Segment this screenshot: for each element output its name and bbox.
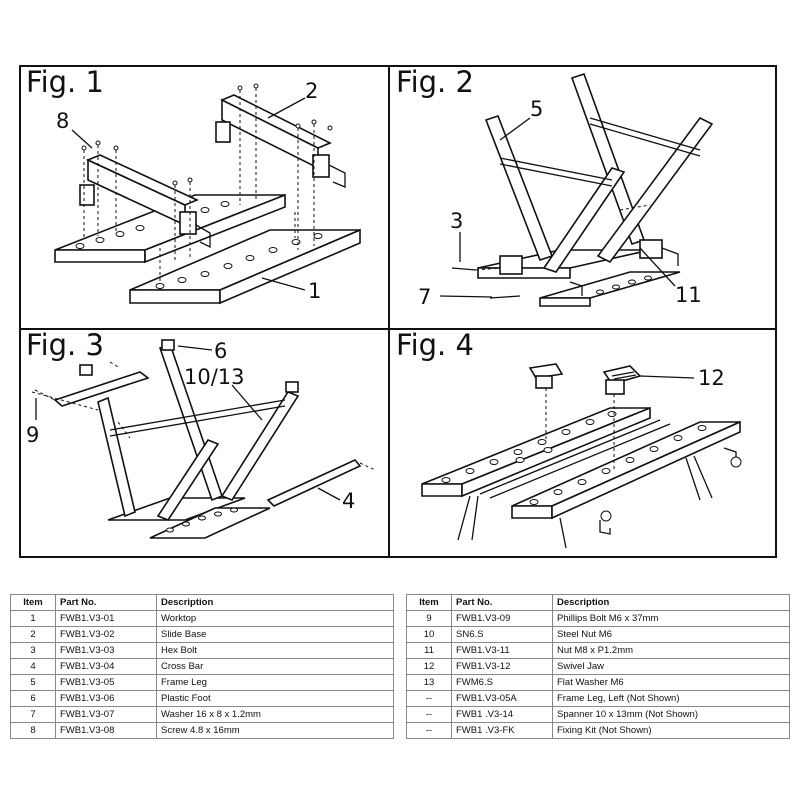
header-item: Item	[10, 594, 56, 611]
fig3-callout-6: 6	[214, 339, 227, 363]
cell-part-no: FWB1.V3-12	[451, 658, 553, 675]
fig2-callout-7: 7	[418, 285, 431, 309]
cell-part-no: FWB1.V3-07	[55, 706, 157, 723]
cell-item: 8	[10, 722, 56, 739]
cell-part-no: FWB1 .V3-FK	[451, 722, 553, 739]
cell-description: Steel Nut M6	[552, 626, 790, 643]
cell-item: --	[406, 722, 452, 739]
cell-part-no: FWB1.V3-05A	[451, 690, 553, 707]
fig1-callout-8: 8	[56, 109, 69, 133]
cell-description: Phillips Bolt M6 x 37mm	[552, 610, 790, 627]
fig3-callout-10-13: 10/13	[184, 365, 245, 389]
cell-item: 5	[10, 674, 56, 691]
assembly-diagram: Fig. 1 Fig. 2 Fig. 3 Fig. 4	[19, 65, 777, 558]
fig2-callout-5: 5	[530, 97, 543, 121]
cell-item: 12	[406, 658, 452, 675]
cell-part-no: FWB1.V3-11	[451, 642, 553, 659]
fig3-label: Fig. 3	[26, 328, 104, 362]
header-description: Description	[156, 594, 394, 611]
fig1-callout-2: 2	[305, 79, 318, 103]
cell-description: Spanner 10 x 13mm (Not Shown)	[552, 706, 790, 723]
fig3-callout-4: 4	[342, 489, 355, 513]
cell-item: --	[406, 690, 452, 707]
fig4-callout-12: 12	[698, 366, 725, 390]
fig2-label: Fig. 2	[396, 65, 474, 99]
cell-item: 10	[406, 626, 452, 643]
fig2-drawing	[439, 72, 714, 307]
cell-part-no: FWB1.V3-06	[55, 690, 157, 707]
cell-part-no: FWB1.V3-09	[451, 610, 553, 627]
cell-item: 11	[406, 642, 452, 659]
fig3-callout-9: 9	[26, 423, 39, 447]
cell-item: 3	[10, 642, 56, 659]
cell-part-no: SN6.S	[451, 626, 553, 643]
header-part-no: Part No.	[451, 594, 553, 611]
cell-description: Fixing Kit (Not Shown)	[552, 722, 790, 739]
fig2-callout-11: 11	[675, 283, 702, 307]
cell-part-no: FWB1.V3-01	[55, 610, 157, 627]
cell-item: 1	[10, 610, 56, 627]
cell-part-no: FWB1.V3-04	[55, 658, 157, 675]
fig4-label: Fig. 4	[396, 328, 474, 362]
cell-part-no: FWM6.S	[451, 674, 553, 691]
cell-item: 2	[10, 626, 56, 643]
fig4-panel	[388, 328, 777, 558]
cell-description: Worktop	[156, 610, 394, 627]
cell-description: Nut M8 x P1.2mm	[552, 642, 790, 659]
fig3-drawing	[31, 339, 376, 539]
cell-part-no: FWB1.V3-05	[55, 674, 157, 691]
cell-item: 13	[406, 674, 452, 691]
fig1-callout-1: 1	[308, 279, 321, 303]
cell-description: Swivel Jaw	[552, 658, 790, 675]
cell-part-no: FWB1.V3-02	[55, 626, 157, 643]
fig1-drawing	[54, 83, 361, 305]
header-part-no: Part No.	[55, 594, 157, 611]
cell-description: Frame Leg	[156, 674, 394, 691]
cell-description: Flat Washer M6	[552, 674, 790, 691]
fig1-label: Fig. 1	[26, 65, 104, 99]
cell-part-no: FWB1 .V3-14	[451, 706, 553, 723]
header-description: Description	[552, 594, 790, 611]
cell-description: Slide Base	[156, 626, 394, 643]
cell-item: --	[406, 706, 452, 723]
cell-description: Hex Bolt	[156, 642, 394, 659]
fig2-callout-3: 3	[450, 209, 463, 233]
cell-description: Plastic Foot	[156, 690, 394, 707]
header-item: Item	[406, 594, 452, 611]
cell-description: Washer 16 x 8 x 1.2mm	[156, 706, 394, 723]
cell-description: Frame Leg, Left (Not Shown)	[552, 690, 790, 707]
cell-part-no: FWB1.V3-03	[55, 642, 157, 659]
cell-description: Cross Bar	[156, 658, 394, 675]
cell-description: Screw 4.8 x 16mm	[156, 722, 394, 739]
cell-item: 4	[10, 658, 56, 675]
cell-item: 9	[406, 610, 452, 627]
fig4-drawing	[421, 363, 742, 549]
cell-part-no: FWB1.V3-08	[55, 722, 157, 739]
cell-item: 6	[10, 690, 56, 707]
cell-item: 7	[10, 706, 56, 723]
